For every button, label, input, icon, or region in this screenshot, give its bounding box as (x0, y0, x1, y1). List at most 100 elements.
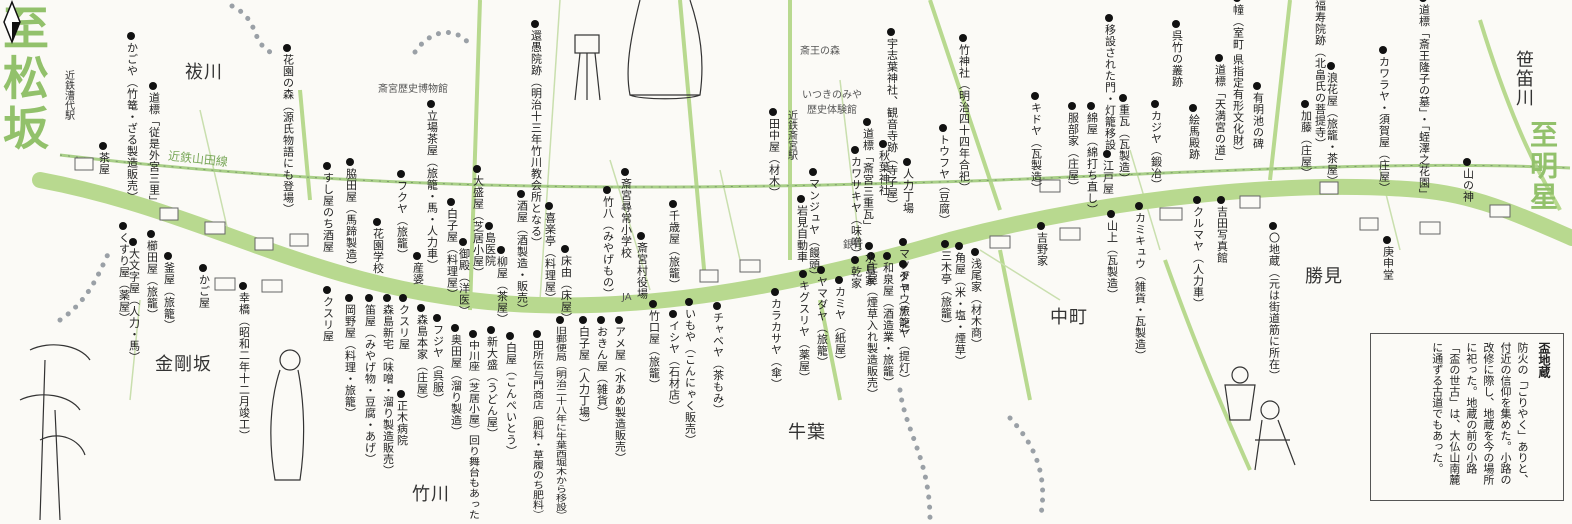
north-place-label: 重瓦（瓦製造） (1117, 104, 1131, 185)
shop-marker-dot (127, 32, 135, 40)
shop-marker-dot (713, 302, 721, 310)
south-place-label: 乾家 (849, 266, 863, 289)
south-place-label: アメ屋（水あめ製造販売） (613, 326, 627, 464)
shop-marker-dot (164, 252, 172, 260)
compass-icon (3, 0, 21, 44)
north-place-label: 有明池の碑 (1251, 92, 1265, 150)
shop-marker-dot (1327, 62, 1335, 70)
boundary-label-myojo: 至明星 (1526, 120, 1559, 213)
shop-marker-dot (199, 264, 207, 272)
shop-marker-dot (903, 158, 911, 166)
north-place-label: 還愚院跡（明治十三年竹川教会所となる） (529, 30, 543, 249)
shop-marker-dot (365, 294, 373, 302)
district-label: 祓川 (185, 62, 223, 83)
south-place-label: 新大盛（うどん屋） (485, 336, 499, 440)
shop-marker-dot (603, 186, 611, 194)
note-title: 盃地蔵 (1537, 342, 1551, 378)
shop-marker-dot (1189, 104, 1197, 112)
north-place-label: 脇田屋（馬蹄製造） (344, 168, 358, 272)
shop-marker-dot (879, 140, 887, 148)
north-place-label: 島医院 (483, 232, 497, 267)
north-place-label: カワラヤ・須賀屋（庄屋） (1377, 56, 1391, 194)
south-place-label: カミヤ（紙屋） (833, 286, 847, 367)
north-place-label: フクヤ（旅籠） (395, 180, 409, 261)
south-place-label: 三木亭（旅籠） (939, 250, 953, 331)
shop-marker-dot (1233, 0, 1241, 2)
shop-marker-dot (1379, 46, 1387, 54)
north-place-label: 酒屋（酒製造・販売） (515, 200, 529, 315)
south-place-label: 庄屋（煙草入れ製造販売） (865, 262, 879, 400)
shop-marker-dot (865, 242, 873, 250)
south-place-label: 正木病院 (395, 400, 409, 446)
south-place-label: 森島本家（庄屋） (415, 314, 429, 406)
north-place-label: かごや（竹篭・ざる製造販売） (125, 42, 139, 203)
south-place-label: チョウチンヤ（提灯） (897, 270, 911, 385)
south-place-label: キグスリヤ（薬屋） (797, 280, 811, 384)
south-place-label: カミキュウ（雑貨・瓦製造） (1133, 212, 1147, 362)
shop-marker-dot (835, 276, 843, 284)
shop-marker-dot (669, 310, 677, 318)
north-place-label: 柳屋（茶屋） (495, 256, 509, 325)
shop-marker-dot (1172, 20, 1180, 28)
south-place-label: イシヤ（石材店） (667, 320, 681, 412)
north-place-label: 喜楽亭（料理屋） (543, 212, 557, 304)
shop-marker-dot (323, 162, 331, 170)
shop-marker-dot (615, 316, 623, 324)
district-label: 笹笛川 (1513, 50, 1534, 107)
south-place-label: チャベヤ（茶もみ） (711, 312, 725, 416)
shop-marker-dot (517, 190, 525, 198)
north-place-label: 大盛屋（芝居小屋） (471, 175, 485, 279)
shop-marker-dot (883, 252, 891, 260)
north-place-label: 道標「天満宮の道」 (1213, 64, 1227, 168)
shop-marker-dot (1383, 236, 1391, 244)
shop-marker-dot (1253, 82, 1261, 90)
south-place-label: ヤマダヤ（旅籠） (815, 276, 829, 368)
shop-marker-dot (129, 238, 137, 246)
shop-marker-dot (1037, 222, 1045, 230)
north-place-label: 岩見自動車 (795, 205, 809, 263)
shop-marker-dot (637, 232, 645, 240)
south-place-label: 和泉屋（酒造業・旅籠） (881, 262, 895, 389)
north-place-label: 斎宮村役場 (635, 242, 649, 300)
landmark-label: いつきのみや 歴史体験館 (802, 90, 862, 116)
shop-marker-dot (1151, 100, 1159, 108)
shop-marker-dot (399, 294, 407, 302)
south-place-label: クスリ屋 (397, 304, 411, 350)
district-label: 金剛坂 (155, 354, 212, 375)
south-place-label: 浅尾家（材木商） (969, 258, 983, 350)
shop-marker-dot (323, 286, 331, 294)
south-place-label: 笛屋（みやげ物・豆腐・あげ） (363, 304, 377, 465)
shop-marker-dot (621, 168, 629, 176)
north-place-label: 人力丁場 (901, 168, 915, 214)
shop-marker-dot (669, 200, 677, 208)
south-place-label: 中川座（芝居小屋）回り舞台もあった (467, 340, 481, 521)
shop-marker-dot (769, 108, 777, 116)
shop-marker-dot (473, 165, 481, 173)
south-place-label: フジヤ（呉服） (431, 324, 445, 405)
shop-marker-dot (556, 316, 564, 324)
south-place-label: 山上（瓦製造） (1105, 220, 1119, 301)
north-place-label: 幢（室町 県指定有形文化財） (1231, 4, 1245, 158)
north-place-label: 江戸屋 (1101, 160, 1115, 195)
landmark-label: JA (622, 292, 632, 303)
north-place-label: 産婆 (411, 262, 425, 285)
north-place-label: トウフヤ（豆腐） (937, 134, 951, 226)
shop-marker-dot (485, 222, 493, 230)
shop-marker-dot (506, 332, 514, 340)
south-place-label: 釜屋（旅籠） (162, 262, 176, 331)
shop-marker-dot (899, 238, 907, 246)
shop-marker-dot (649, 300, 657, 308)
shop-marker-dot (579, 316, 587, 324)
south-place-label: 白屋（こんぺいとう） (504, 342, 518, 457)
shop-marker-dot (561, 245, 569, 253)
north-place-label: 花園の森（源氏物語にも登場） (281, 54, 295, 215)
shop-marker-dot (1217, 196, 1225, 204)
shop-marker-dot (531, 20, 539, 28)
south-place-label: クルマヤ（人力車） (1191, 206, 1205, 310)
north-place-label: 田中屋（材木） (767, 118, 781, 199)
shop-marker-dot (971, 248, 979, 256)
shop-marker-dot (413, 252, 421, 260)
south-place-label: 竹口屋（旅籠） (647, 310, 661, 391)
shop-marker-dot (597, 316, 605, 324)
